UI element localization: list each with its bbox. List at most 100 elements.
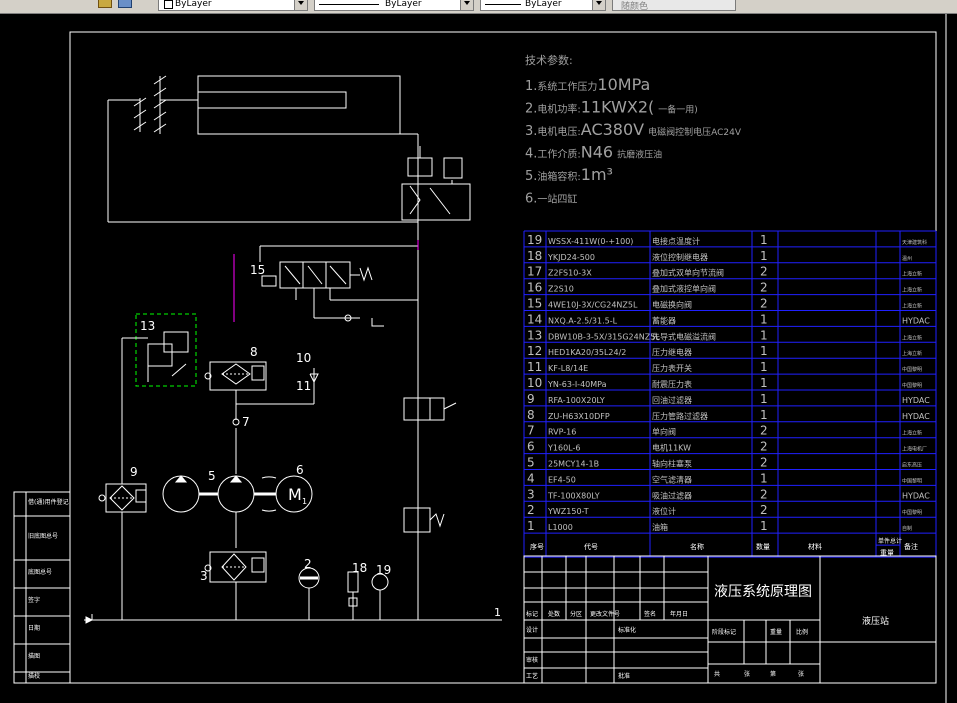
bom-row-qty: 1 [760,344,768,358]
left-strip-label: 旧底图总号 [28,532,58,540]
bom-row-name: 压力表开关 [652,363,692,373]
bom-header-qty: 数量 [756,542,770,551]
layer-previous-icon[interactable] [118,0,132,8]
bom-row-qty: 1 [760,376,768,390]
lineweight-combo-value: ByLayer [525,0,562,9]
bom-row-name: 液位计 [652,506,676,516]
chevron-down-icon[interactable] [294,0,307,10]
bom-row-no: 1 [527,519,535,533]
tb-date: 年月日 [670,610,688,618]
bom-row-maker: 温州 [902,255,912,262]
chevron-down-icon[interactable] [592,0,605,10]
bom-row-maker: 天津建筑科 [902,239,927,246]
bom-row-code: HED1KA20/35L24/2 [548,348,626,357]
cylinder-rod [197,91,347,109]
tech-line: 5.油箱容积:1m³ [525,165,613,184]
tech-line-number: 6. [525,192,537,207]
component-label: 3 [200,569,208,583]
bom-row-name: 压力继电器 [652,347,692,357]
bom-row-qty: 2 [760,487,768,501]
bom-row-qty: 1 [760,312,768,326]
component-label: 10 [296,351,311,365]
color-combo[interactable]: ByLayer [158,0,308,11]
hydraulic-schematic [84,75,502,624]
tb-scale: 比例 [796,628,808,636]
bom-header-total: 总计 [890,537,902,545]
layer-states-icon[interactable] [98,0,112,8]
bom-row-qty: 1 [760,328,768,342]
bom-row-code: TF-100X80LY [547,491,600,500]
bom-row-qty: 2 [760,297,768,311]
component-label: 2 [304,557,312,571]
bom-row-qty: 2 [760,265,768,279]
bom-row-maker: 上海立新 [902,303,922,310]
plotstyle-combo[interactable]: 随颜色 [612,0,736,12]
chevron-down-icon[interactable] [460,0,473,10]
bom-row-code: ZU-H63X10DFP [548,412,610,421]
bom-row-no: 13 [527,328,542,342]
bom-row-qty: 1 [760,519,768,533]
component-label: 6 [296,463,304,477]
lineweight-combo[interactable]: ByLayer [480,0,606,11]
tech-line-label: 系统工作压力 [537,80,597,93]
tb-stage-mark: 阶段标记 [712,628,736,636]
left-strip-cells [14,492,70,683]
bom-row-no: 7 [527,424,535,438]
tb-approve: 批准 [618,672,630,680]
bom-row-qty: 2 [760,281,768,295]
bom-row-no: 16 [527,281,542,295]
bom-row-name: 先导式电磁溢流阀 [652,331,716,341]
bom-row-no: 2 [527,503,535,517]
tech-line-label: 电机功率: [537,103,580,116]
tb-sheet-unit2: 张 [798,670,804,678]
pilot-valve [407,157,433,177]
bom-row-qty: 2 [760,440,768,454]
bom-row-code: YWZ150-T [547,507,589,516]
component-label: 11 [296,379,311,393]
bom-row-no: 15 [527,297,542,311]
color-swatch-icon [164,0,173,9]
bom-row-code: DBW10B-3-5X/315G24NZ5L [548,332,660,341]
tech-line-value: 1m³ [581,165,613,184]
bom-header-weight: 重量 [880,549,894,557]
tank-number: 1 [494,606,501,619]
tech-line-value: N46 [581,143,613,162]
tb-designer: 设计 [526,626,538,634]
plotstyle-combo-value: 随颜色 [621,2,649,12]
tech-title: 技术参数: [525,53,573,67]
relief-valve-13 [147,343,173,367]
bom-row-maker: 上海立新 [902,271,922,278]
bom-row-name: 空气滤清器 [652,474,692,484]
tech-line-value: 10MPa [597,75,650,94]
tech-line-label: 一站四缸 [537,193,577,206]
left-strip-label: 描校 [28,672,40,680]
tech-line-label: 工作介质: [537,149,580,161]
bom-row-maker: HYDAC [902,491,930,500]
bom-row-maker: 上海立新 [902,334,922,341]
toolbar-icons[interactable] [96,0,138,10]
tech-line-number: 2. [525,102,537,117]
bom-row-no: 18 [527,249,542,263]
bom-row-maker: 上海立新 [902,287,922,294]
linetype-combo-value: ByLayer [385,0,422,9]
component-label: 15 [250,263,265,277]
tech-line-number: 1. [525,79,537,94]
bom-row-name: 油箱 [652,522,668,532]
component-label: 7 [242,415,250,429]
bom-row-qty: 2 [760,424,768,438]
color-combo-value: ByLayer [175,0,212,9]
bom-row-name: 蓄能器 [652,315,676,325]
bom-row-no: 4 [527,471,535,485]
bom-row-name: 耐震压力表 [652,379,692,389]
bom-row-code: RVP-16 [548,428,576,437]
bom-header-remark: 备注 [904,542,918,551]
bom-row-maker: 自制 [902,525,912,532]
bom-row-code: YN-63-I-40MPa [547,380,607,389]
bom-row-no: 12 [527,344,542,358]
linetype-combo[interactable]: ByLayer [314,0,474,11]
tb-weight: 重量 [770,628,782,636]
